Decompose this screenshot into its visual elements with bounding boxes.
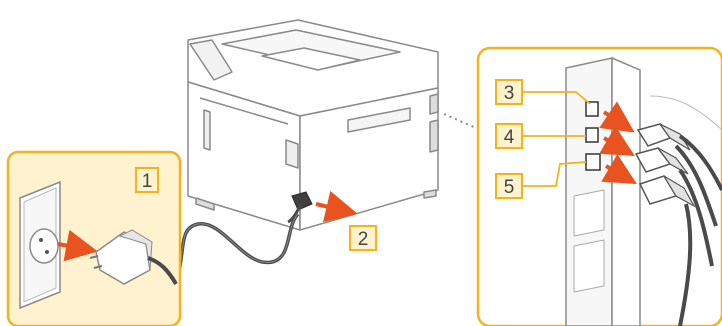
step-1-number: 1 <box>142 171 153 192</box>
step-5-number: 5 <box>504 177 515 198</box>
wall-outlet-callout: 1 <box>8 152 180 326</box>
step-4-number: 4 <box>504 127 515 148</box>
port-bottom-icon <box>586 154 600 170</box>
port-middle-icon <box>586 128 598 142</box>
step-3-number: 3 <box>504 83 515 104</box>
step-2-callout: 2 <box>350 226 376 250</box>
printer-icon <box>188 20 438 230</box>
zoom-connector-dots <box>444 114 476 128</box>
ports-zoom-callout: 3 4 5 <box>478 48 722 326</box>
step-2-number: 2 <box>358 229 369 250</box>
port-top-icon <box>586 102 598 116</box>
wall-outlet-icon <box>20 182 60 308</box>
